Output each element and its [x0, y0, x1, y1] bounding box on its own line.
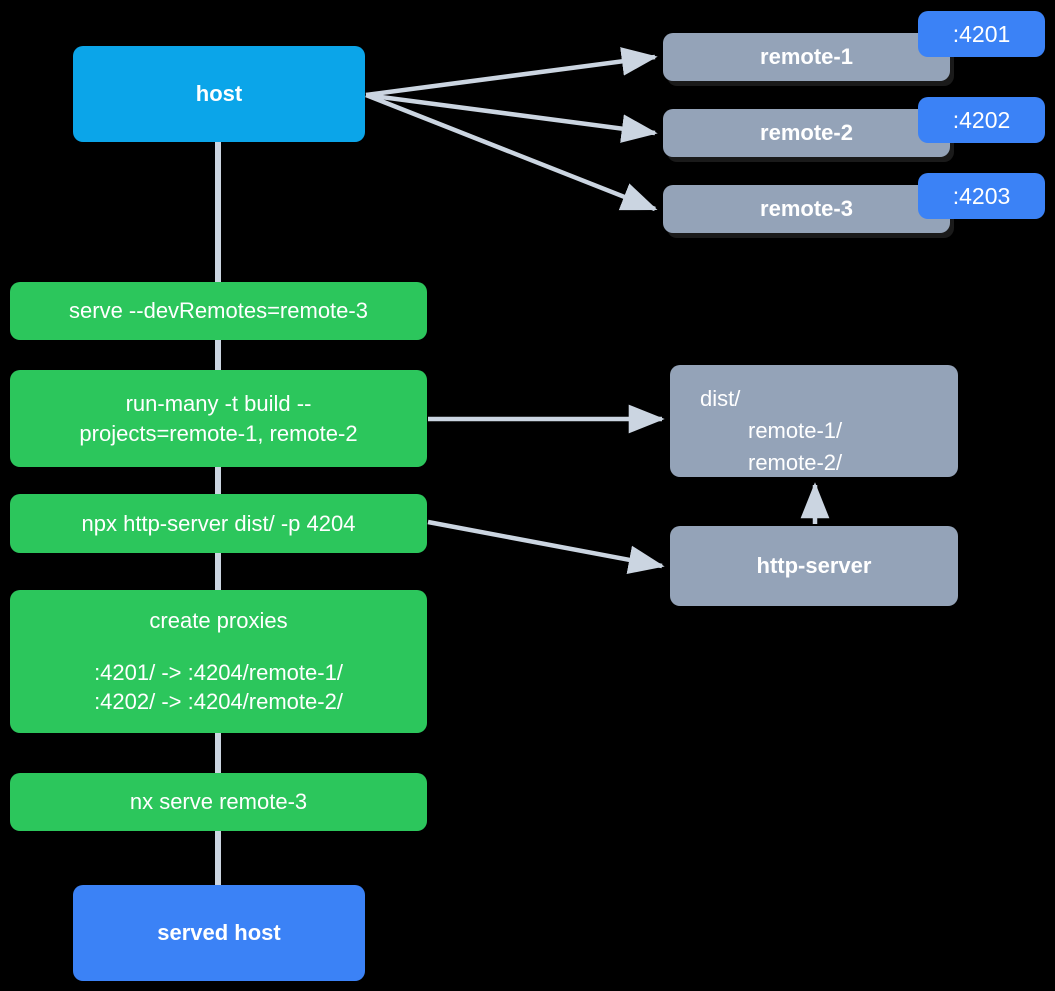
- command-nx-serve-remote-3-line-1: nx serve remote-3: [129, 789, 308, 815]
- node-served-host-label: served host: [157, 920, 281, 946]
- node-command-npx-http-server[interactable]: npx http-server dist/ -p 4204: [10, 494, 427, 553]
- node-host[interactable]: host: [73, 46, 365, 142]
- dist-folder-child-remote-2: remote-2/: [748, 449, 843, 475]
- command-serve-devremotes-line-1: serve --devRemotes=remote-3: [69, 298, 368, 324]
- node-command-nx-serve-remote-3[interactable]: nx serve remote-3: [10, 773, 427, 831]
- node-served-host[interactable]: served host: [73, 885, 365, 981]
- port-badge-remote-1[interactable]: :4201: [918, 11, 1045, 57]
- edge-host-to-remote-2: [365, 92, 658, 143]
- port-badge-remote-2[interactable]: :4202: [918, 97, 1045, 143]
- node-http-server-label: http-server: [756, 553, 872, 579]
- port-badge-remote-2-label: :4202: [952, 106, 1011, 133]
- node-command-run-many[interactable]: run-many -t build -- projects=remote-1, …: [10, 370, 427, 467]
- dist-folder-root: dist/: [700, 386, 741, 411]
- edge-host-to-remote-1: [365, 47, 658, 98]
- node-remote-2-label: remote-2: [760, 120, 853, 146]
- port-badge-remote-3-label: :4203: [952, 182, 1011, 209]
- node-remote-3-label: remote-3: [760, 196, 853, 222]
- command-run-many-line-1: run-many -t build --: [125, 391, 312, 417]
- node-remote-1[interactable]: remote-1: [663, 33, 950, 81]
- edge-npx-to-http-server: [427, 519, 665, 574]
- command-create-proxies-mapping-2: :4202/ -> :4204/remote-2/: [94, 689, 343, 715]
- node-remote-2[interactable]: remote-2: [663, 109, 950, 157]
- command-create-proxies-title: create proxies: [149, 608, 288, 634]
- edge-host-to-remote-3: [365, 92, 658, 212]
- node-remote-1-label: remote-1: [760, 44, 853, 70]
- node-command-create-proxies[interactable]: create proxies :4201/ -> :4204/remote-1/…: [10, 590, 427, 733]
- node-http-server[interactable]: http-server: [670, 526, 958, 606]
- port-badge-remote-3[interactable]: :4203: [918, 173, 1045, 219]
- port-badge-remote-1-label: :4201: [952, 20, 1011, 47]
- node-host-label: host: [195, 81, 243, 107]
- command-npx-http-server-line-1: npx http-server dist/ -p 4204: [81, 510, 356, 536]
- node-remote-3[interactable]: remote-3: [663, 185, 950, 233]
- command-run-many-line-2: projects=remote-1, remote-2: [79, 420, 358, 446]
- command-create-proxies-mapping-1: :4201/ -> :4204/remote-1/: [94, 659, 343, 685]
- node-dist-folder[interactable]: dist/ remote-1/ remote-2/: [670, 365, 958, 477]
- dist-folder-child-remote-1: remote-1/: [748, 417, 843, 443]
- node-command-serve-devremotes[interactable]: serve --devRemotes=remote-3: [10, 282, 427, 340]
